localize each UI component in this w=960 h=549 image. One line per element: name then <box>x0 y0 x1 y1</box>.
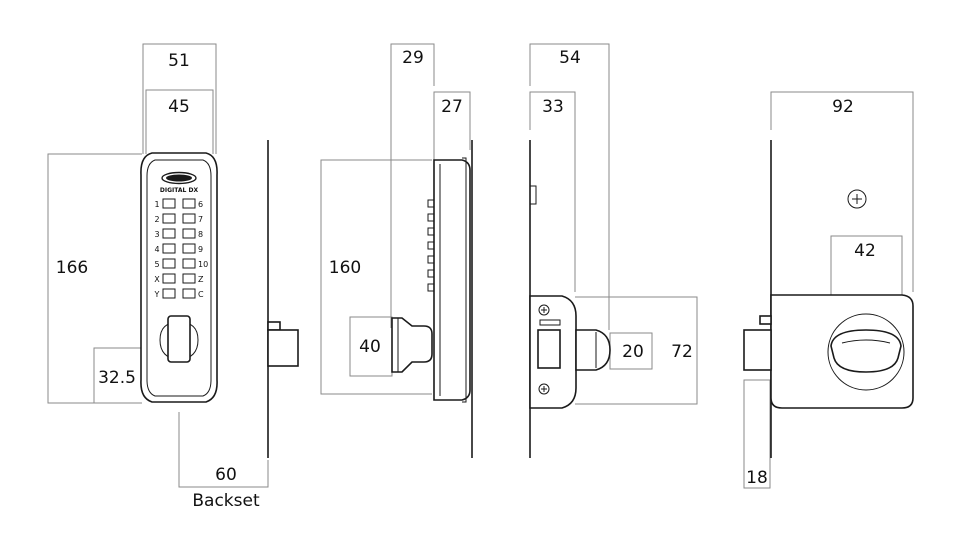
front-handle-lever <box>167 315 191 363</box>
dim-turn-width-label: 42 <box>854 241 876 261</box>
key-label: Y <box>154 290 160 299</box>
screw-slot <box>541 307 547 313</box>
dim-latch-depth-inner-label: 33 <box>542 97 564 117</box>
front-latch-block <box>267 329 299 367</box>
dim-case-height-label: 72 <box>671 342 693 362</box>
dim-depth-outer-label: 29 <box>402 48 424 68</box>
dim-case-height-line <box>575 296 698 405</box>
latch-view: 54 33 72 20 <box>529 43 698 458</box>
key-button <box>182 273 196 284</box>
front-view: 51 45 166 32.5 60 Backset DIGITAL DX 1 2… <box>47 43 299 511</box>
dim-depth-inner-label: 27 <box>441 97 463 117</box>
dim-width-outer-label: 51 <box>168 51 190 71</box>
key-button <box>162 213 176 224</box>
side-handle <box>391 317 433 373</box>
dim-handle-offset-line <box>93 347 160 404</box>
dim-knob-width-label: 20 <box>622 342 644 362</box>
screw-icon <box>538 383 550 395</box>
side-view: 29 27 160 40 <box>320 43 473 458</box>
dim-height-line <box>47 153 142 404</box>
key-label: 3 <box>154 230 159 239</box>
screw-cross <box>852 194 862 204</box>
keypad-left-column: 1 2 3 4 5 X Y <box>154 198 176 299</box>
key-label: 5 <box>154 260 159 269</box>
dim-latch-depth-outer-label: 54 <box>559 48 581 68</box>
key-button <box>162 273 176 284</box>
side-backplate <box>462 157 467 403</box>
latch-slot <box>539 319 561 326</box>
front-latch-tongue <box>267 321 281 331</box>
key-button <box>182 243 196 254</box>
key-button <box>162 243 176 254</box>
dim-width-inner-line <box>145 89 214 154</box>
latch-knob <box>575 329 611 371</box>
key-label: X <box>154 275 160 284</box>
dim-height-label: 166 <box>56 258 88 278</box>
brand-logo <box>161 171 197 185</box>
key-label: 2 <box>154 215 159 224</box>
key-button <box>162 258 176 269</box>
key-label: 10 <box>198 260 208 269</box>
key-label: 1 <box>154 200 159 209</box>
rear-latch-tongue <box>759 315 772 325</box>
brand-logo-fill <box>166 174 192 182</box>
backset-caption: Backset <box>192 491 260 511</box>
latch-bolt <box>537 329 561 369</box>
dim-rear-width-label: 92 <box>832 97 854 117</box>
key-button <box>182 198 196 209</box>
key-label: 4 <box>154 245 159 254</box>
side-lock-body <box>433 159 471 401</box>
rear-latch-bolt <box>743 329 772 371</box>
key-label: 7 <box>198 215 203 224</box>
dim-handle-height-label: 40 <box>359 337 381 357</box>
dim-turn-width-line <box>830 235 903 330</box>
key-label: Z <box>198 275 204 284</box>
dim-width-inner-label: 45 <box>168 97 190 117</box>
latch-clip <box>529 185 537 205</box>
front-lock-inner-rim <box>146 159 212 397</box>
keypad-right-column: 6 7 8 9 10 Z C <box>182 198 208 299</box>
model-label: DIGITAL DX <box>160 187 199 194</box>
dim-depth-outer-line <box>390 43 435 328</box>
dim-bolt-width-label: 18 <box>746 468 768 488</box>
key-button <box>162 288 176 299</box>
thumb-turn-knob <box>830 329 902 373</box>
key-label: 9 <box>198 245 203 254</box>
key-label: 8 <box>198 230 203 239</box>
thumb-turn-ridge <box>841 339 891 344</box>
screw-slot <box>541 386 547 392</box>
dim-width-outer-line <box>142 43 217 154</box>
dim-backset-line <box>178 412 269 488</box>
key-button <box>162 198 176 209</box>
key-button <box>182 288 196 299</box>
dim-side-height-line <box>320 159 432 395</box>
dim-depth-inner-line <box>433 91 471 160</box>
key-button <box>182 258 196 269</box>
screw-icon <box>847 189 867 209</box>
dim-latch-depth-outer-line <box>529 43 610 330</box>
rear-view: 92 42 18 <box>743 91 914 489</box>
dim-backset-label: 60 <box>215 465 237 485</box>
side-key-stems <box>427 199 435 292</box>
dim-latch-depth-inner-line <box>529 91 576 292</box>
dim-rear-width-line <box>770 91 914 292</box>
dim-handle-offset-label: 32.5 <box>98 368 136 388</box>
thumb-turn-rose <box>827 313 905 391</box>
dim-side-height-label: 160 <box>329 258 361 278</box>
key-button <box>182 228 196 239</box>
key-label: 6 <box>198 200 203 209</box>
key-button <box>182 213 196 224</box>
key-label: C <box>198 290 204 299</box>
key-button <box>162 228 176 239</box>
screw-icon <box>538 304 550 316</box>
dim-bolt-width-box <box>743 379 771 489</box>
